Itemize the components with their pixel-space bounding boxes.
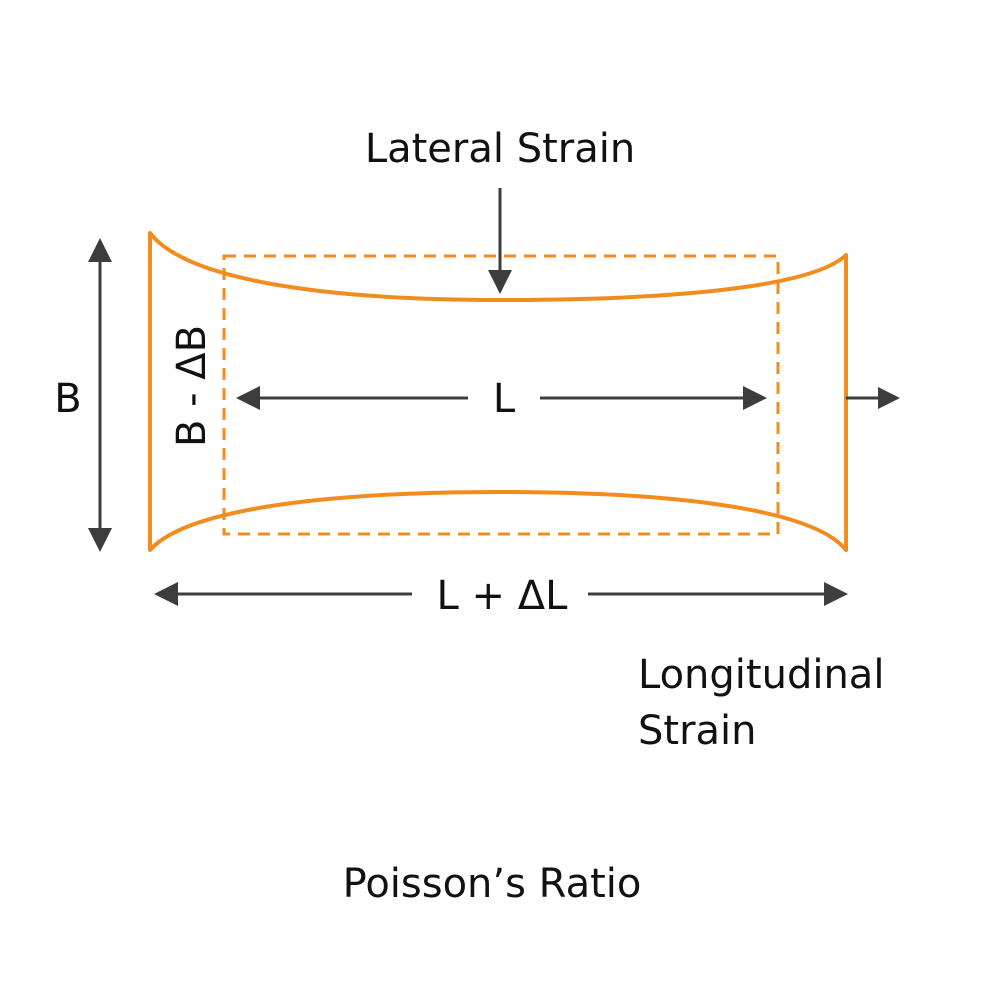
width-b-label: B bbox=[54, 376, 81, 422]
diagram-caption: Poisson’s Ratio bbox=[343, 861, 642, 907]
lateral-strain-label: Lateral Strain bbox=[365, 126, 635, 172]
width-b-dimension bbox=[88, 238, 112, 552]
lateral-strain-arrow bbox=[488, 188, 512, 294]
longitudinal-strain-label-line2: Strain bbox=[638, 708, 757, 754]
original-rectangle bbox=[222, 254, 780, 536]
extended-length-label: L + ΔL bbox=[437, 573, 569, 619]
longitudinal-strain-label-line1: Longitudinal bbox=[638, 652, 884, 698]
tension-arrow-right bbox=[846, 387, 900, 409]
length-l-label: L bbox=[493, 376, 516, 422]
deformed-shape-outline bbox=[148, 231, 848, 552]
extended-length-dimension bbox=[154, 582, 848, 606]
reduced-width-label: B - ΔB bbox=[169, 325, 215, 447]
length-l-dimension bbox=[236, 386, 767, 410]
